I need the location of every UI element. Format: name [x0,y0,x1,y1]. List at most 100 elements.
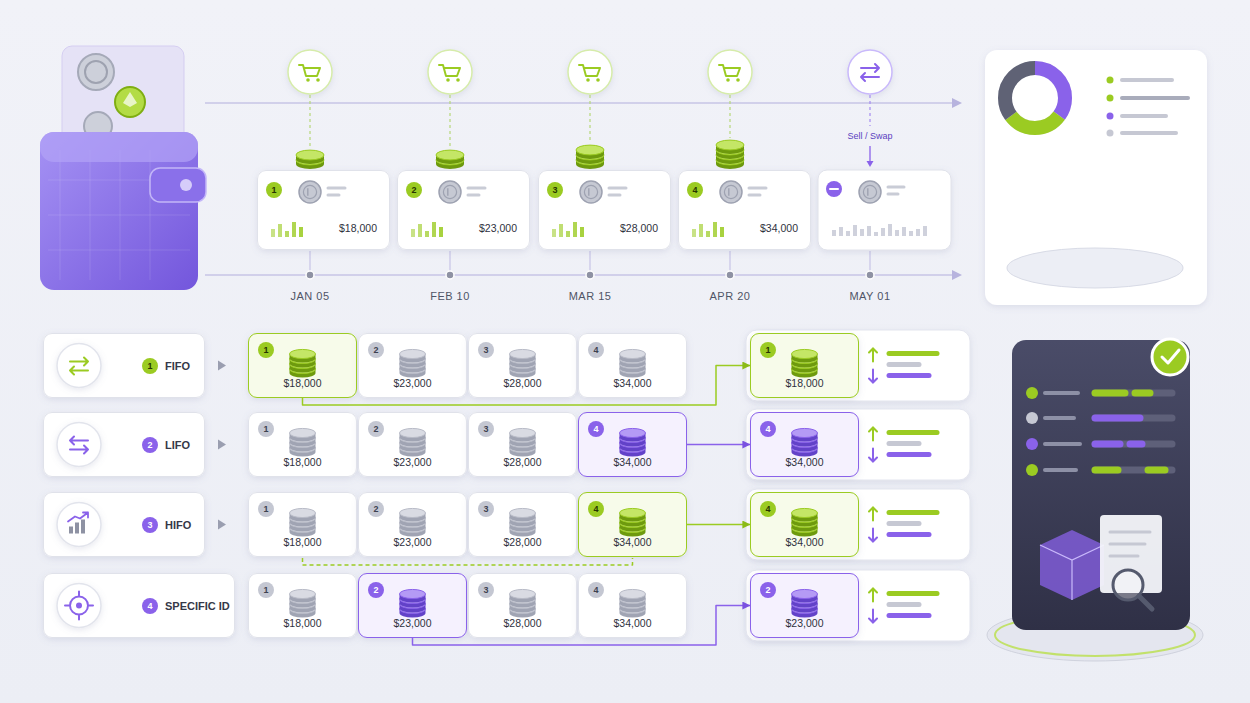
coin-stack [510,508,536,517]
price-label: $18,000 [751,377,858,389]
bar-chart [916,229,920,236]
lot-fill [750,573,859,638]
bar-chart [552,229,556,237]
price-label: $28,000 [620,222,658,234]
price-label: $34,000 [579,377,686,389]
method-icon [57,503,101,547]
result-panel [746,489,970,560]
leader-line [309,251,310,272]
price-label: $34,000 [751,536,858,548]
arrows-icon [861,64,879,81]
decoration [150,168,206,202]
decoration [1095,415,1172,422]
decoration [1026,464,1038,476]
coin-icon [867,188,868,196]
decoration [1005,68,1065,128]
bar-chart [580,227,584,237]
price-label: $28,000 [469,536,576,548]
chart-icon [81,520,85,534]
chart-icon [69,527,73,534]
result-bar [889,613,929,618]
coin-icon [588,188,589,196]
coin-stack [510,349,536,358]
price-label: $34,000 [579,617,686,629]
leader-line [589,95,590,143]
method-name: FIFO [165,360,190,372]
price-label: $18,000 [249,456,356,468]
number-badge: 2 [368,582,384,598]
bar-chart [713,222,717,237]
coin-stack [400,508,426,517]
date-label: MAR 15 [569,290,612,302]
arrows-icon [70,358,88,375]
lot-fill [750,492,859,557]
wallet-illustration [40,46,206,290]
purchase-card: 3$28,000 [538,170,671,250]
bar-chart [411,229,415,237]
coin-stack [296,150,324,160]
method-icon [57,423,101,467]
card-fill [257,170,390,250]
number-badge: 1 [266,182,282,198]
coin-icon [863,185,876,198]
number-badge: 4 [588,582,604,598]
date-label: FEB 10 [430,290,470,302]
price-label: $23,000 [359,536,466,548]
lot-fill [248,333,357,398]
lot-box: 3$28,000 [468,573,577,638]
bar-chart [902,227,906,236]
decoration [40,132,198,162]
arrows-icon [70,358,88,375]
price-label: $34,000 [751,456,858,468]
price-label: $18,000 [339,222,377,234]
lot-box: 1$18,000 [248,573,357,638]
coin-stack [400,428,426,437]
bar-chart [432,222,436,237]
action-label: Sell / Swap [847,131,892,141]
decoration [1162,350,1179,363]
coin-icon [580,181,602,203]
text-lines [609,188,626,195]
cart-icon [568,50,612,94]
arrows-icon [70,437,88,454]
lot-box: 3$28,000 [468,333,577,398]
price-label: $23,000 [359,617,466,629]
coin-stack [576,145,604,155]
cart-icon [306,78,310,82]
result-box: 4$34,000 [750,492,859,557]
bar-chart [888,224,892,236]
connector [413,606,751,646]
method-fill [43,412,205,477]
bar-chart [292,222,296,237]
trend-arrow [869,449,877,462]
decoration [1110,532,1150,556]
coin-stack [792,349,818,358]
price-label: $28,000 [469,617,576,629]
decoration [1045,468,1076,472]
text-lines [468,188,485,195]
result-box: 1$18,000 [750,333,859,398]
method-box: 3HIFO [43,492,205,557]
coin-icon [303,185,316,198]
purchase-card: 1 $18,000 [257,170,390,250]
card-fill [678,170,811,250]
coin-stack [290,349,316,358]
method-name: LIFO [165,439,190,451]
result-bar [889,591,937,596]
bar-chart [895,230,899,236]
number-badge: 1 [258,501,274,517]
timeline-lines [205,98,962,280]
number-badge: 4 [588,342,604,358]
coin-stack [620,589,646,598]
decoration [40,132,198,290]
number-badge: 4 [588,501,604,517]
cart-icon [726,78,730,82]
decoration [1005,68,1065,128]
decoration [1095,415,1140,422]
portfolio-panel [985,50,1207,305]
lot-fill [248,573,357,638]
bar-chart [923,226,927,236]
lot-box: 3$28,000 [468,412,577,477]
